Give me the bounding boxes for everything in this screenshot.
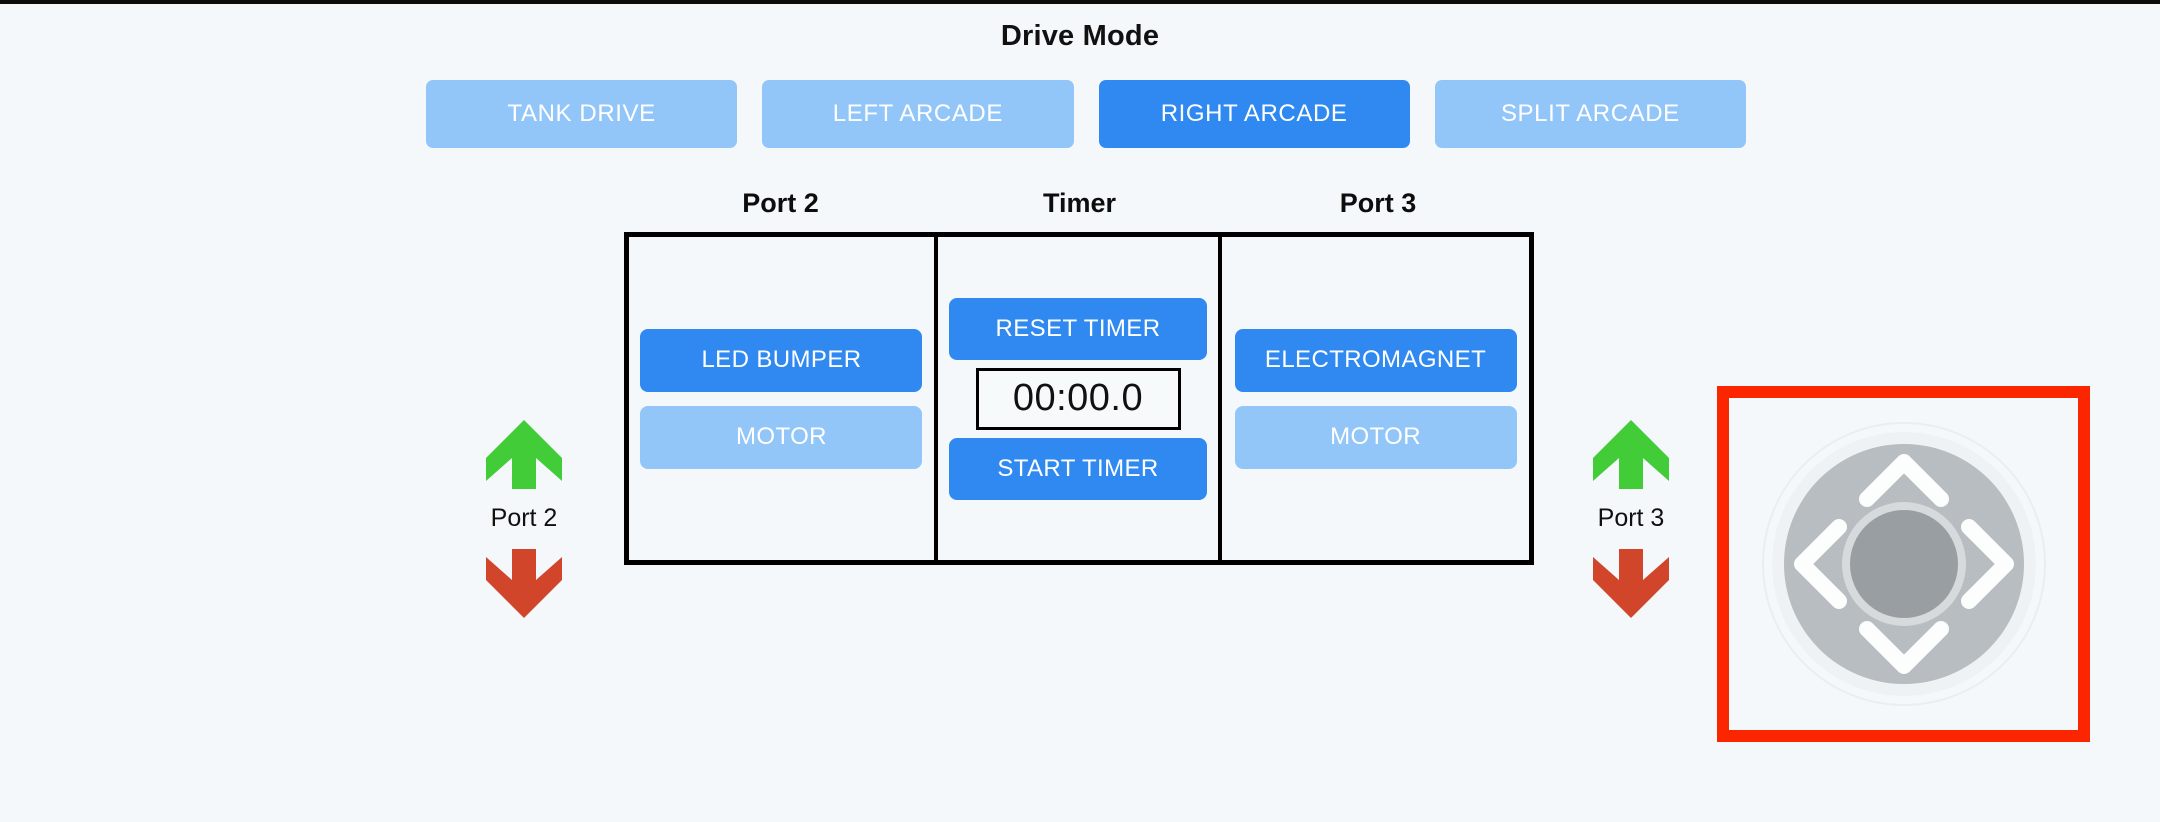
drive-mode-button-group: TANK DRIVE LEFT ARCADE RIGHT ARCADE SPLI… <box>426 80 1746 148</box>
electromagnet-button[interactable]: ELECTROMAGNET <box>1234 328 1517 392</box>
port3-motor-button[interactable]: MOTOR <box>1234 405 1517 469</box>
drive-mode-left-arcade-button[interactable]: LEFT ARCADE <box>762 80 1074 148</box>
start-timer-button[interactable]: START TIMER <box>949 437 1207 500</box>
port2-direction-control: Port 2 <box>449 418 599 620</box>
port2-control-column: LED BUMPER MOTOR <box>629 237 938 560</box>
reset-timer-button[interactable]: RESET TIMER <box>949 297 1207 360</box>
arrow-up-icon[interactable] <box>1591 418 1671 491</box>
port2-motor-button[interactable]: MOTOR <box>640 405 923 469</box>
dpad-up-chevron <box>1858 454 1949 507</box>
arrow-up-icon[interactable] <box>484 418 564 491</box>
port2-label: Port 2 <box>490 504 558 532</box>
port3-direction-control: Port 3 <box>1556 418 1706 620</box>
drive-mode-tank-drive-button[interactable]: TANK DRIVE <box>426 80 738 148</box>
section-header-port3: Port 3 <box>1339 188 1417 218</box>
timer-column: RESET TIMER 00:00.0 START TIMER <box>938 237 1223 560</box>
device-control-panel: LED BUMPER MOTOR RESET TIMER 00:00.0 STA… <box>624 232 1534 565</box>
drive-mode-right-arcade-button[interactable]: RIGHT ARCADE <box>1098 80 1410 148</box>
dpad-down-chevron <box>1858 621 1949 674</box>
drive-mode-split-arcade-button[interactable]: SPLIT ARCADE <box>1434 80 1746 148</box>
top-edge-strip <box>0 0 2160 4</box>
panel-section-headers: Port 2 Timer Port 3 <box>624 188 1534 219</box>
dpad-joystick-icon[interactable] <box>1754 414 2054 714</box>
section-header-port2: Port 2 <box>742 188 819 218</box>
dpad-right-chevron <box>1960 519 2014 609</box>
led-bumper-button[interactable]: LED BUMPER <box>640 328 923 392</box>
arrow-down-icon[interactable] <box>484 547 564 620</box>
port3-label: Port 3 <box>1597 504 1665 532</box>
dpad-highlight-box <box>1717 386 2090 742</box>
page-title: Drive Mode <box>1000 20 1160 52</box>
port3-control-column: ELECTROMAGNET MOTOR <box>1222 237 1529 560</box>
timer-display: 00:00.0 <box>975 367 1181 430</box>
section-header-timer: Timer <box>1042 188 1117 218</box>
arrow-down-icon[interactable] <box>1591 547 1671 620</box>
dpad-left-chevron <box>1793 519 1847 609</box>
